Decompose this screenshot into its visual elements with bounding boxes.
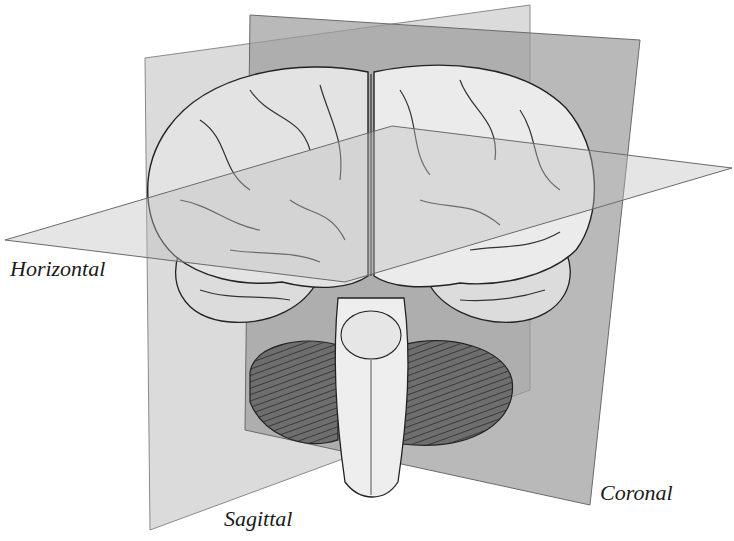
horizontal-plane [5,126,732,282]
plane-label: Coronal [598,480,675,505]
cerebellum-left [250,341,338,443]
cerebellum-right [402,341,513,445]
brainstem [335,298,408,497]
brainstem-midline [371,360,372,495]
plane-label: Sagittal [222,506,294,531]
plane-label: Horizontal [8,256,107,281]
pons [341,311,401,359]
